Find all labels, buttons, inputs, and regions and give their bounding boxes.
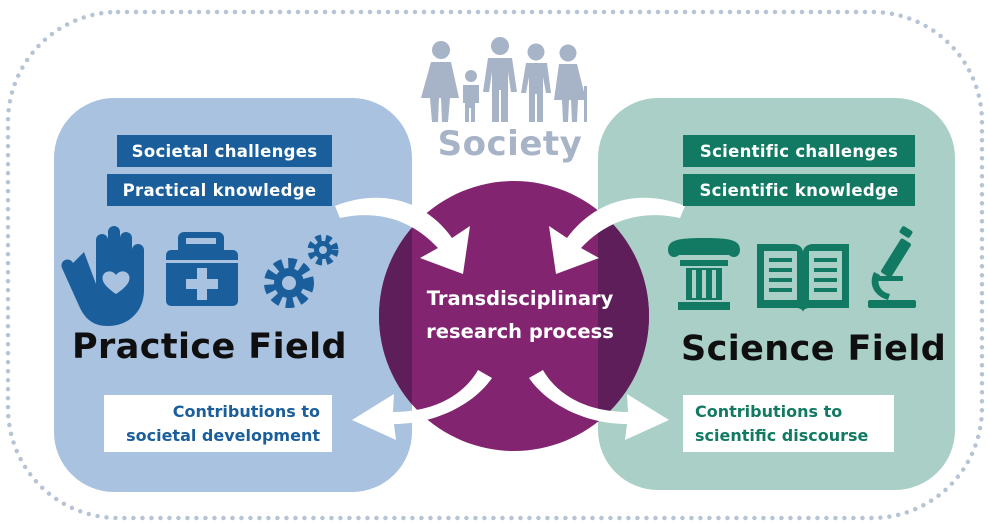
arrow-circle-to-science bbox=[529, 370, 669, 440]
societal-contribution-line-2: societal development bbox=[126, 425, 320, 445]
open-book-icon bbox=[757, 244, 849, 312]
practical-knowledge-tag: Practical knowledge bbox=[107, 174, 332, 206]
research-process-line-2: research process bbox=[426, 320, 614, 343]
scientific-knowledge-tag: Scientific knowledge bbox=[683, 174, 915, 206]
society-dotted-boundary bbox=[5, 9, 985, 521]
first-aid-kit-icon bbox=[166, 232, 238, 306]
scientific-contribution-box: Contributions to scientific discourse bbox=[683, 395, 894, 452]
societal-challenges-tag: Societal challenges bbox=[117, 135, 332, 167]
research-process-label: Transdisciplinary research process bbox=[385, 282, 655, 348]
microscope-icon bbox=[868, 226, 916, 308]
column-icon bbox=[668, 238, 740, 310]
hand-heart-icon bbox=[61, 226, 144, 326]
society-label: Society bbox=[437, 124, 583, 164]
arrow-science-to-circle bbox=[549, 197, 685, 274]
scientific-challenges-tag: Scientific challenges bbox=[683, 135, 915, 167]
science-field-title: Science Field bbox=[681, 329, 947, 369]
practice-field-title: Practice Field bbox=[72, 327, 347, 367]
research-process-line-1: Transdisciplinary bbox=[426, 287, 614, 310]
societal-contribution-box: Contributions to societal development bbox=[104, 395, 332, 452]
scientific-contribution-line-1: Contributions to bbox=[695, 401, 843, 421]
societal-contribution-line-1: Contributions to bbox=[172, 401, 320, 421]
family-icon bbox=[421, 37, 587, 122]
arrow-practice-to-circle bbox=[335, 197, 470, 274]
arrow-circle-to-practice bbox=[352, 370, 492, 440]
scientific-contribution-line-2: scientific discourse bbox=[695, 425, 869, 445]
gears-icon bbox=[264, 234, 339, 308]
